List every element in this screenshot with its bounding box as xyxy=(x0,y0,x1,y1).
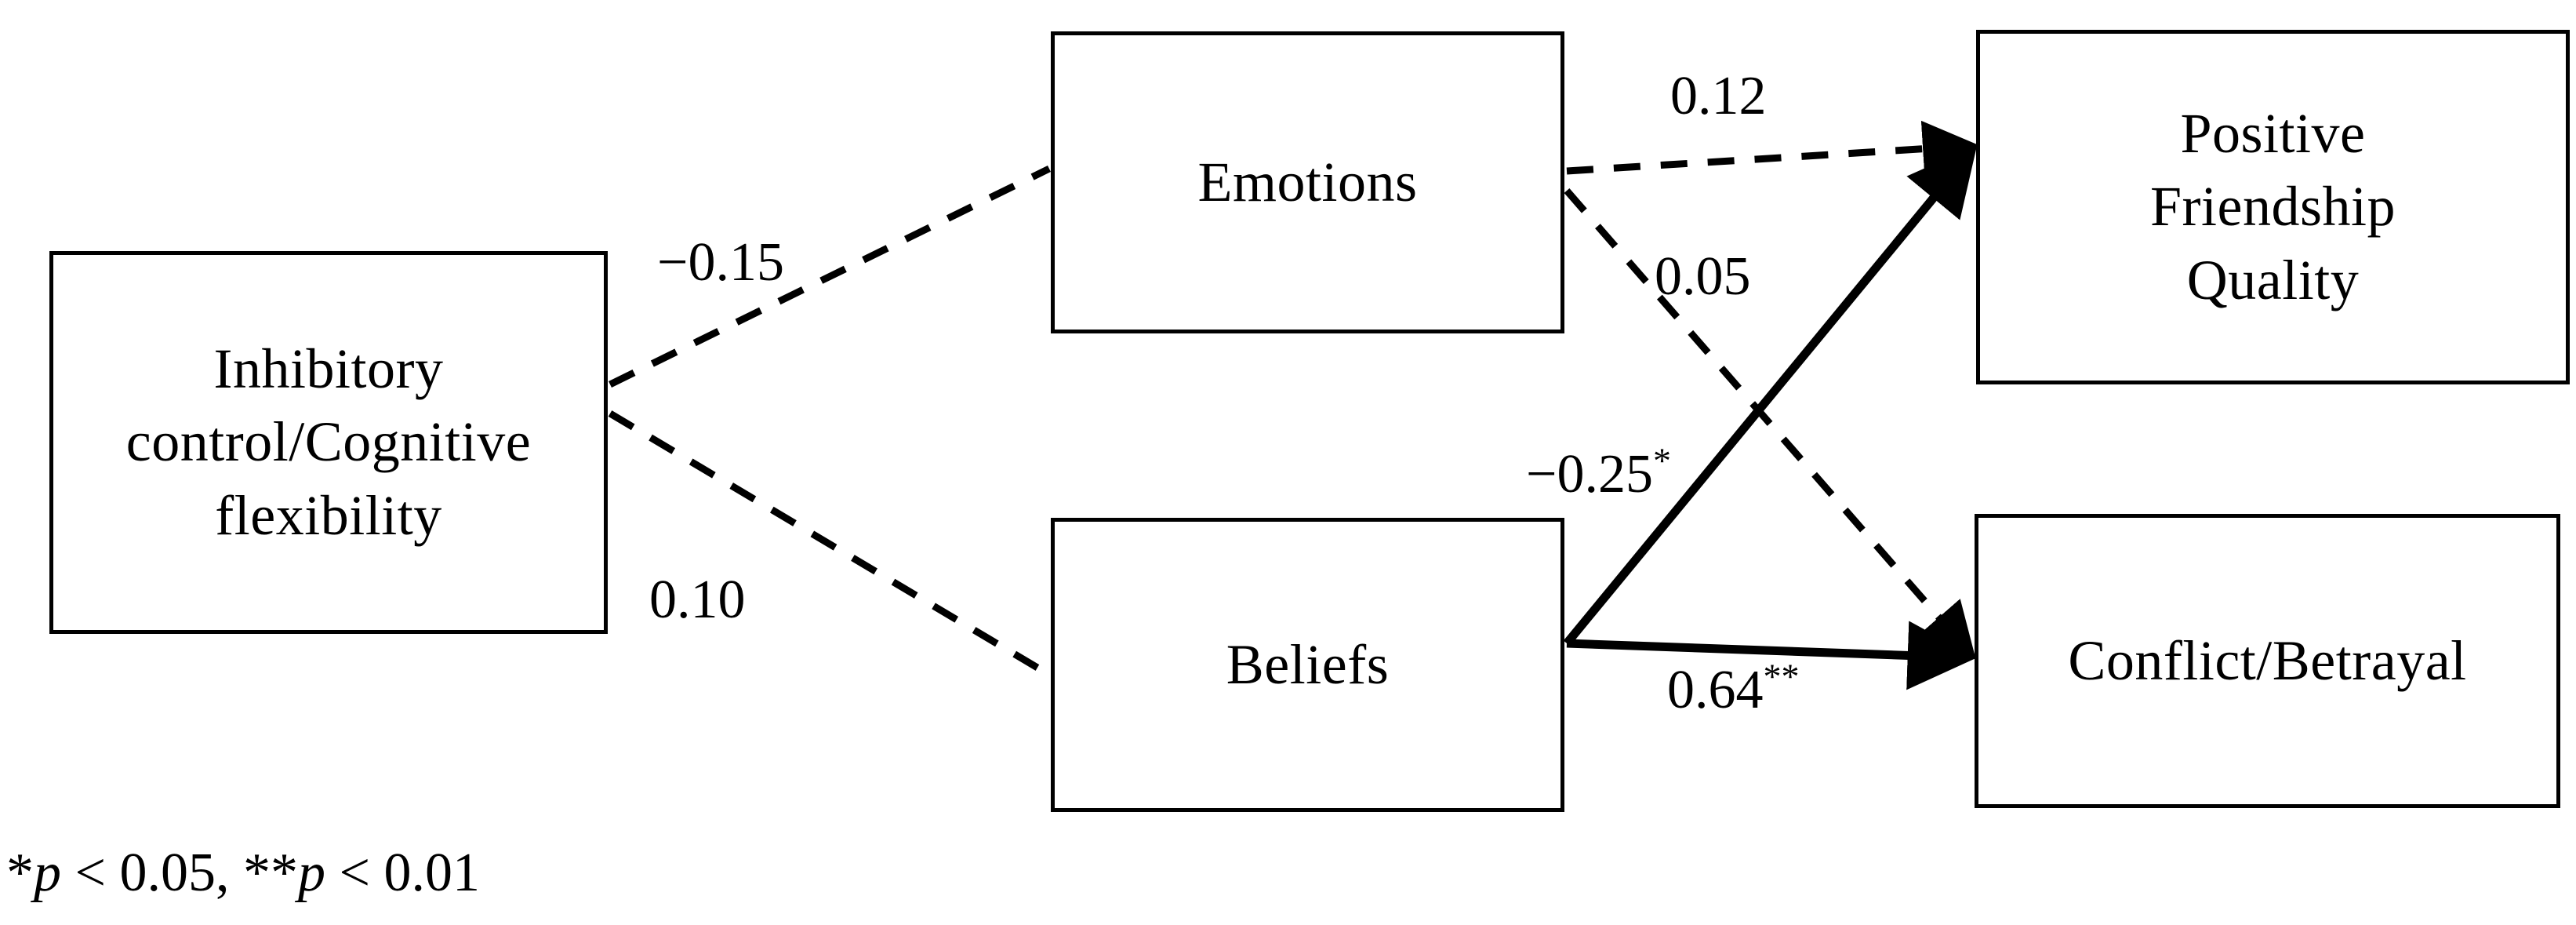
edge-emotions-to-pfq xyxy=(1566,120,1979,177)
footnote-star-one: * xyxy=(6,843,34,903)
footnote-cond-two: < 0.01 xyxy=(325,843,480,903)
node-beliefs[interactable]: Beliefs xyxy=(1051,518,1564,812)
edge-ic-to-emotions xyxy=(609,165,1051,388)
node-inhibitory-control-label: Inhibitory control/Cognitive flexibility xyxy=(125,337,532,547)
edge-coefficient: −0.25 xyxy=(1526,444,1653,504)
edge-label-beliefs-to-conflict: 0.64** xyxy=(1667,658,1800,720)
edge-label-ic-to-emotions: −0.15 xyxy=(657,235,784,290)
node-emotions[interactable]: Emotions xyxy=(1051,31,1564,333)
edge-emotions-to-conflict xyxy=(1564,188,1976,661)
edge-label-emotions-to-conflict: 0.05 xyxy=(1655,249,1751,304)
edge-significance-stars: ** xyxy=(1763,656,1800,697)
node-positive-friendship-quality[interactable]: Positive Friendship Quality xyxy=(1976,30,2570,384)
node-conflict-betrayal[interactable]: Conflict/Betrayal xyxy=(1975,514,2560,808)
edge-coefficient: 0.64 xyxy=(1667,660,1764,720)
significance-footnote: *p < 0.05, **p < 0.01 xyxy=(6,846,480,901)
edge-beliefs-to-conflict xyxy=(1566,621,1977,690)
edge-beliefs-to-pfq xyxy=(1563,144,1978,646)
edge-label-beliefs-to-pfq: −0.25* xyxy=(1526,442,1671,504)
node-beliefs-label: Beliefs xyxy=(1226,632,1390,696)
footnote-p-two: p xyxy=(297,843,325,903)
footnote-p-one: p xyxy=(34,843,61,903)
node-positive-friendship-quality-label: Positive Friendship Quality xyxy=(2149,101,2396,311)
node-emotions-label: Emotions xyxy=(1197,150,1418,213)
edge-label-ic-to-beliefs: 0.10 xyxy=(649,573,746,628)
edge-coefficient: 0.10 xyxy=(649,570,746,630)
edge-significance-stars: * xyxy=(1652,440,1671,481)
node-conflict-betrayal-label: Conflict/Betrayal xyxy=(2068,628,2467,692)
node-inhibitory-control[interactable]: Inhibitory control/Cognitive flexibility xyxy=(49,251,608,634)
edge-coefficient: −0.15 xyxy=(657,232,784,293)
edge-coefficient: 0.05 xyxy=(1655,246,1751,307)
footnote-cond-one: < 0.05, xyxy=(61,843,243,903)
edge-coefficient: 0.12 xyxy=(1670,66,1767,126)
footnote-star-two: ** xyxy=(242,843,298,903)
edge-ic-to-beliefs xyxy=(608,410,1052,678)
edge-label-emotions-to-pfq: 0.12 xyxy=(1670,69,1767,124)
